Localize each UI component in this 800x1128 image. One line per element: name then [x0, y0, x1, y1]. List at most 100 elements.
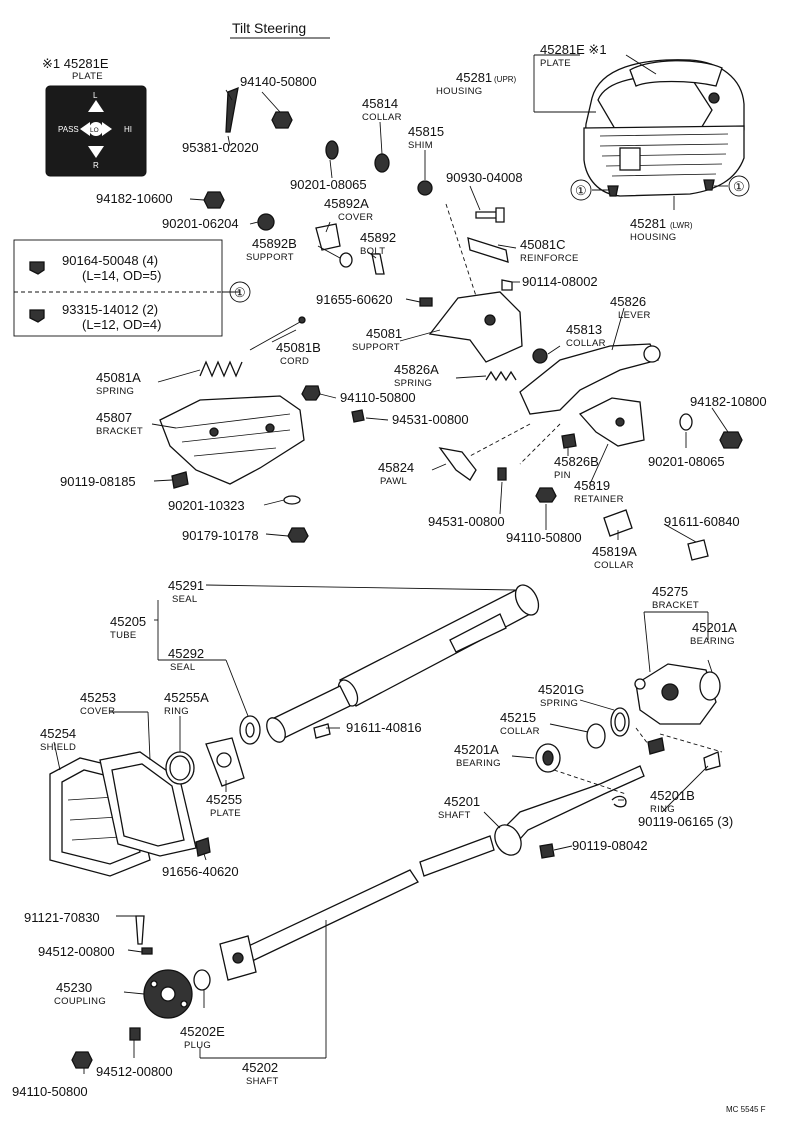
- pin-95381: [225, 86, 239, 133]
- housing-screw-right: [703, 175, 750, 197]
- leader-lines: [53, 54, 729, 1074]
- pawl-45824: [438, 447, 477, 481]
- label-93315-sub: (L=12, OD=4): [82, 317, 162, 332]
- collar-45215: [586, 723, 606, 749]
- clip-94531-b: [497, 467, 507, 481]
- screw-90114: [501, 279, 513, 291]
- nut-94110-b: [535, 487, 557, 503]
- plate-inset-name: PLATE: [72, 71, 103, 82]
- name-45081a: SPRING: [96, 386, 134, 397]
- upper-housing-interior: [597, 75, 713, 135]
- support-45892b: [339, 252, 353, 268]
- nut-94110-c: [71, 1051, 93, 1069]
- label-94140: 94140-50800: [240, 74, 317, 89]
- label-90201-b: 90201-06204: [162, 216, 239, 231]
- label-45892b: 45892B: [252, 236, 297, 251]
- nut-94140: [271, 111, 293, 129]
- cover-45892a: [315, 223, 341, 251]
- label-45081b: 45081B: [276, 340, 321, 355]
- label-45826: 45826: [610, 294, 646, 309]
- label-94182-b: 94182-10800: [690, 394, 767, 409]
- support-45081: [428, 291, 523, 363]
- label-45807: 45807: [96, 410, 132, 425]
- housing-plate-45281e: [629, 60, 723, 87]
- ring-45201b: [611, 795, 627, 808]
- nut-94110-a: [301, 385, 321, 401]
- label-45819a: 45819A: [592, 544, 637, 559]
- plate-arrow-down-icon: [88, 146, 104, 158]
- label-94182-a: 94182-10600: [96, 191, 173, 206]
- name-45253: COVER: [80, 706, 115, 717]
- coupling-45230: [143, 969, 193, 1019]
- lower-housing: [583, 125, 745, 197]
- label-45201: 45201: [444, 794, 480, 809]
- name-45819: RETAINER: [574, 494, 624, 505]
- label-45201a-lower: 45201A: [454, 742, 499, 757]
- plate-arrow-left-icon: [80, 122, 90, 136]
- label-90201-d: 90201-10323: [168, 498, 245, 513]
- washer-90201-d: [283, 495, 301, 505]
- housing-lever-knob: [708, 92, 720, 104]
- housing-opening: [619, 147, 641, 171]
- name-45892: BOLT: [360, 246, 385, 257]
- name-45201b: RING: [650, 804, 675, 815]
- label-45202e: 45202E: [180, 1024, 225, 1039]
- name-45254: SHIELD: [40, 742, 76, 753]
- collar-45819a: [603, 509, 633, 537]
- label-90201-a: 90201-08065: [290, 177, 367, 192]
- label-45230: 45230: [56, 980, 92, 995]
- collar-45814: [374, 153, 390, 173]
- label-91656: 91656-40620: [162, 864, 239, 879]
- plate-lo: LO: [90, 127, 99, 134]
- label-90164: 90164-50048 (4): [62, 253, 158, 268]
- screw-90164-icon: [29, 261, 45, 275]
- bolt-91611-a: [687, 539, 709, 561]
- label-45215: 45215: [500, 710, 536, 725]
- name-45081c: REINFORCE: [520, 253, 579, 264]
- label-90201-c: 90201-08065: [648, 454, 725, 469]
- callout-1-group: ①: [234, 285, 246, 300]
- name-45281-upr: HOUSING: [436, 86, 482, 97]
- label-45253: 45253: [80, 690, 116, 705]
- name-45826a: SPRING: [394, 378, 432, 389]
- plate-hi: HI: [124, 125, 132, 134]
- part-labels: 94140-50800 95381-02020 45814 COLLAR 458…: [12, 42, 767, 1099]
- label-94110-b: 94110-50800: [506, 530, 582, 545]
- bracket-45275: [634, 663, 717, 725]
- plate-inset-ref: ※1 45281E: [42, 56, 109, 71]
- bolt-90119-b: [703, 751, 721, 771]
- label-45824: 45824: [378, 460, 414, 475]
- label-45892a: 45892A: [324, 196, 369, 211]
- label-94531-a: 94531-00800: [392, 412, 469, 427]
- label-93315: 93315-14012 (2): [62, 302, 158, 317]
- label-90164-sub: (L=14, OD=5): [82, 268, 162, 283]
- label-94512-a: 94512-00800: [38, 944, 115, 959]
- label-45201b: 45201B: [650, 788, 695, 803]
- label-90114: 90114-08002: [522, 274, 598, 289]
- label-45202: 45202: [242, 1060, 278, 1075]
- bolt-91121: [135, 915, 145, 945]
- name-45826b: PIN: [554, 470, 571, 481]
- label-45081a: 45081A: [96, 370, 141, 385]
- label-45201g: 45201G: [538, 682, 584, 697]
- label-94110-a: 94110-50800: [340, 390, 416, 405]
- bracket-45807: [159, 395, 305, 485]
- plate-arrow-up-icon: [88, 100, 104, 112]
- label-45254: 45254: [40, 726, 76, 741]
- label-45819: 45819: [574, 478, 610, 493]
- name-45201a-upper: BEARING: [690, 636, 735, 647]
- label-91611-b: 91611-40816: [346, 720, 422, 735]
- label-90119-c: 90119-08042: [572, 838, 648, 853]
- reinforce-45081c: [467, 237, 509, 263]
- name-45275: BRACKET: [652, 600, 699, 611]
- name-45202: SHAFT: [246, 1076, 279, 1087]
- nut-90179: [287, 527, 309, 543]
- name-45230: COUPLING: [54, 996, 106, 1007]
- label-90179: 90179-10178: [182, 528, 259, 543]
- label-45814: 45814: [362, 96, 398, 111]
- name-45281e-plate: PLATE: [540, 58, 571, 69]
- label-45081: 45081: [366, 326, 402, 341]
- name-45819a: COLLAR: [594, 560, 634, 571]
- label-94531-b: 94531-00800: [428, 514, 505, 529]
- label-45281e-plate: 45281E ※1: [540, 42, 607, 57]
